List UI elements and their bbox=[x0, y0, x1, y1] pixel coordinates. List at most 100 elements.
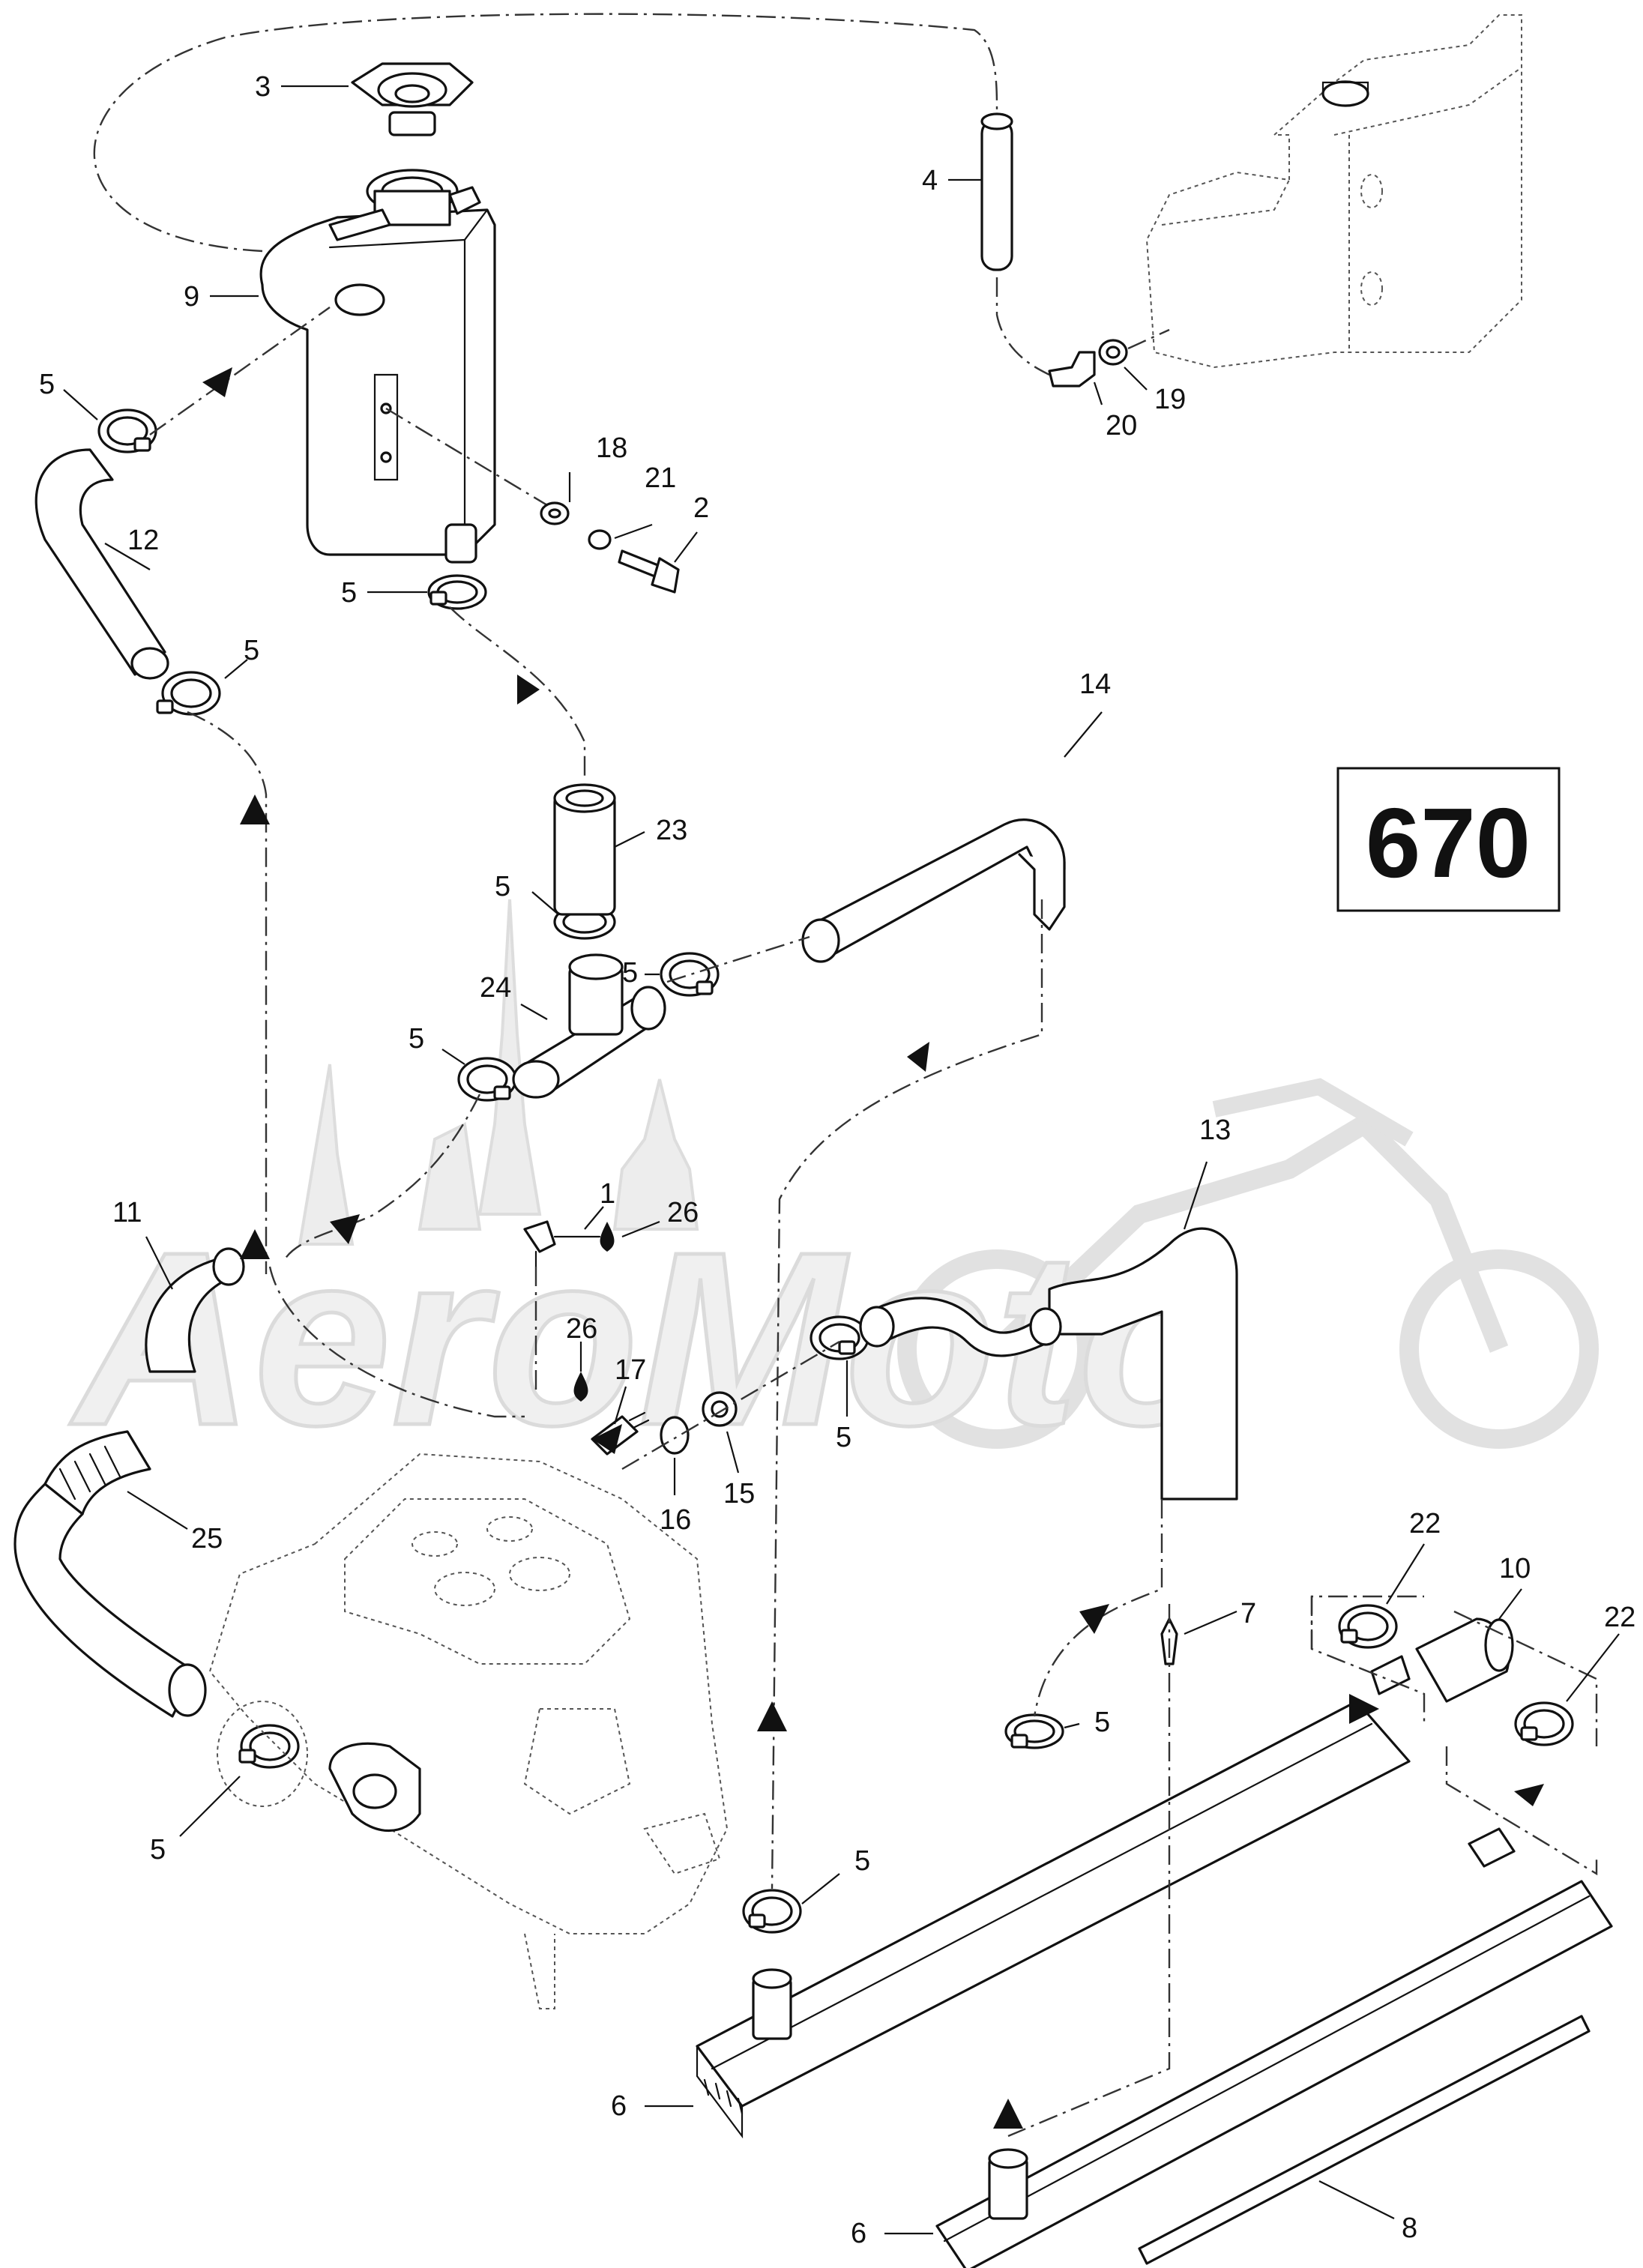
watermark: AeroMoto bbox=[65, 899, 1599, 1479]
mount-line bbox=[385, 407, 555, 511]
callout-21: 21 bbox=[645, 462, 676, 494]
part-24-tee-fitting bbox=[512, 953, 666, 1099]
callout-22a: 22 bbox=[1409, 1508, 1441, 1539]
callout-26b: 26 bbox=[566, 1313, 597, 1345]
clamp-5e bbox=[660, 952, 720, 997]
clamp-5j bbox=[742, 1889, 802, 1934]
clamp-5i bbox=[1004, 1713, 1064, 1749]
callout-20: 20 bbox=[1106, 410, 1137, 441]
callout-5f: 5 bbox=[409, 1023, 424, 1055]
flow-arrow-1 bbox=[202, 367, 232, 397]
flow-line-hose10-box-2 bbox=[1453, 1610, 1598, 1746]
flow-line-tee-to-hose14 bbox=[666, 935, 810, 983]
engine-outlet-flange bbox=[328, 1742, 421, 1832]
callout-14: 14 bbox=[1079, 669, 1111, 700]
clamp-5h bbox=[238, 1724, 300, 1769]
flow-arrow-6 bbox=[907, 1042, 929, 1072]
callout-5h: 5 bbox=[1094, 1707, 1110, 1738]
part-26-sealant-drop-b bbox=[573, 1372, 588, 1402]
callout-13: 13 bbox=[1199, 1115, 1231, 1146]
watermark-castle bbox=[298, 899, 699, 1246]
callout-22b: 22 bbox=[1604, 1602, 1636, 1633]
engine-ghost bbox=[208, 1453, 729, 2009]
callout-8: 8 bbox=[1402, 2213, 1417, 2244]
callout-7: 7 bbox=[1240, 1598, 1256, 1629]
flow-line-engine-to-thermostat bbox=[268, 1266, 525, 1418]
flow-line-hose10-box-3 bbox=[1445, 1746, 1598, 1876]
clamp-22b bbox=[1514, 1701, 1574, 1746]
flow-line-hose14-return bbox=[771, 899, 1043, 1890]
part-18-washer bbox=[540, 501, 570, 525]
callout-5i: 5 bbox=[150, 1834, 166, 1866]
part-15-thermostat bbox=[702, 1391, 738, 1427]
callout-3: 3 bbox=[255, 71, 271, 103]
callout-16: 16 bbox=[660, 1504, 691, 1536]
callout-19: 19 bbox=[1154, 384, 1186, 415]
part-12-hose bbox=[34, 448, 169, 680]
flow-line-exchanger-lower bbox=[1007, 1604, 1171, 2138]
callout-10: 10 bbox=[1499, 1553, 1531, 1584]
flow-line-tee-to-hose11 bbox=[284, 1094, 481, 1260]
part-2-bolt bbox=[618, 549, 680, 594]
clamp-5g bbox=[810, 1315, 869, 1360]
callout-1: 1 bbox=[600, 1178, 615, 1210]
part-21-lock-washer bbox=[588, 529, 612, 550]
callout-6a: 6 bbox=[611, 2090, 627, 2122]
part-19-grommet bbox=[1098, 328, 1170, 366]
flow-line-hose12-to-engine bbox=[187, 711, 268, 1274]
part-16-o-ring bbox=[660, 1416, 690, 1455]
part-6-heat-exchanger-lower bbox=[935, 1827, 1613, 2268]
flow-arrow-8 bbox=[1079, 1604, 1109, 1634]
callout-24: 24 bbox=[480, 972, 511, 1004]
callout-11: 11 bbox=[112, 1197, 142, 1228]
flow-arrow-5 bbox=[330, 1214, 360, 1244]
clamp-5b bbox=[427, 574, 487, 610]
callout-18: 18 bbox=[596, 432, 627, 464]
flow-line-thermostat-to-hose13 bbox=[621, 1340, 840, 1471]
callout-15: 15 bbox=[723, 1478, 755, 1510]
flow-arrow-7 bbox=[592, 1424, 622, 1454]
part-6-heat-exchanger-upper bbox=[696, 1655, 1411, 2139]
callout-labels: 3 4 9 5 12 18 21 2 5 5 20 19 14 23 5 5 2… bbox=[39, 71, 1636, 2249]
flow-arrow-12 bbox=[1514, 1784, 1544, 1806]
oil-tank-ghost bbox=[1145, 14, 1522, 369]
part-20-elbow-fitting bbox=[1048, 351, 1096, 387]
callout-12: 12 bbox=[127, 525, 159, 556]
callout-5a: 5 bbox=[39, 369, 55, 400]
overflow-route-line bbox=[93, 13, 998, 253]
part-25-flex-hose bbox=[13, 1430, 207, 1718]
part-3-reservoir-cap bbox=[351, 62, 474, 136]
callout-5d: 5 bbox=[495, 871, 510, 902]
clamp-22a bbox=[1338, 1604, 1398, 1649]
flow-line-reservoir-inlet bbox=[149, 307, 331, 435]
part-11-hose bbox=[145, 1247, 245, 1373]
callout-4: 4 bbox=[922, 165, 938, 196]
flow-arrow-2 bbox=[517, 675, 540, 705]
overflow-route-line-2 bbox=[995, 277, 1050, 376]
part-23-hose bbox=[553, 783, 616, 916]
callout-6b: 6 bbox=[851, 2218, 866, 2249]
callout-5e: 5 bbox=[622, 957, 638, 989]
flow-line-reservoir-to-tee bbox=[449, 606, 586, 779]
part-13-hose bbox=[859, 1227, 1238, 1501]
clamp-5a bbox=[97, 408, 157, 453]
part-14-hose bbox=[801, 818, 1066, 963]
callout-5b: 5 bbox=[341, 577, 357, 609]
callout-2: 2 bbox=[693, 492, 709, 524]
flow-line-hose10-box-4 bbox=[1310, 1595, 1424, 1649]
callout-23: 23 bbox=[656, 815, 687, 846]
part-10-hose-coupler bbox=[1415, 1617, 1514, 1703]
part-4-overflow-hose bbox=[980, 112, 1013, 271]
clamp-5c bbox=[156, 671, 221, 716]
part-9-coolant-reservoir bbox=[259, 169, 496, 564]
part-26-sealant-drop-a bbox=[600, 1222, 615, 1252]
callout-17: 17 bbox=[615, 1354, 646, 1386]
flow-arrow-9 bbox=[757, 1701, 787, 1731]
flow-arrows bbox=[202, 367, 1544, 2129]
leader-lines bbox=[63, 85, 1620, 2235]
clamp-5f bbox=[457, 1057, 517, 1102]
callout-5j: 5 bbox=[854, 1845, 870, 1877]
callout-25: 25 bbox=[191, 1523, 223, 1554]
watermark-motorcycle bbox=[897, 1078, 1599, 1449]
